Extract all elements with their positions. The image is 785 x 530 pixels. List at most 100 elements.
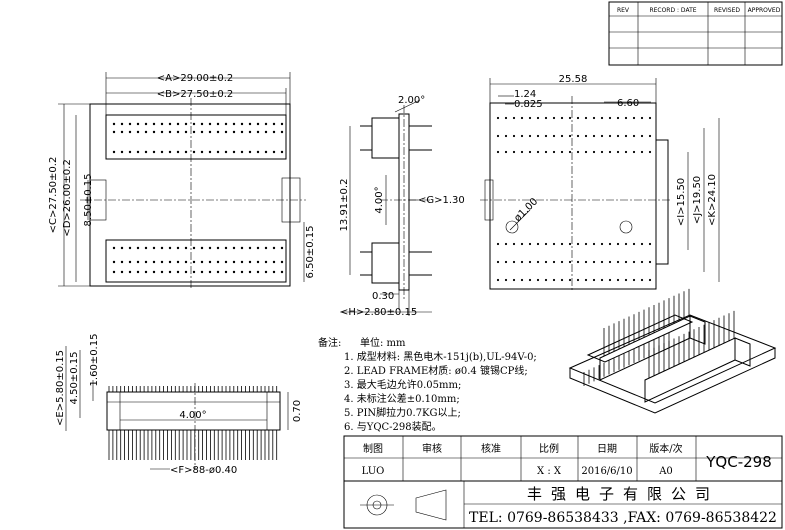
pin-hole xyxy=(232,130,236,134)
pin-hole xyxy=(112,260,116,264)
pin-hole xyxy=(608,278,612,282)
pin-hole xyxy=(528,278,532,282)
pin-hole xyxy=(632,150,636,154)
header-approve: 核准 xyxy=(481,442,501,455)
pin-hole xyxy=(184,260,188,264)
pin-hole xyxy=(160,130,164,134)
pin-hole xyxy=(520,242,524,246)
pin-hole xyxy=(560,150,564,154)
pin-hole xyxy=(640,242,644,246)
pin-hole xyxy=(512,260,516,264)
pin-hole xyxy=(232,260,236,264)
pin-hole xyxy=(144,122,148,126)
pin-hole xyxy=(136,270,140,274)
pin-hole xyxy=(632,260,636,264)
pin-hole xyxy=(264,270,268,274)
pin-hole xyxy=(136,130,140,134)
pin-hole xyxy=(520,260,524,264)
pin-hole xyxy=(520,150,524,154)
pin-hole xyxy=(232,122,236,126)
company-name: 丰强电子有限公司 xyxy=(527,485,719,503)
pin-hole xyxy=(264,260,268,264)
pin-hole xyxy=(632,278,636,282)
pin-hole xyxy=(544,116,548,120)
pin-hole xyxy=(208,122,212,126)
pin-hole xyxy=(136,260,140,264)
pin-hole xyxy=(576,116,580,120)
notes-unit: 单位: mm xyxy=(360,336,406,349)
pin-hole xyxy=(624,242,628,246)
pin-hole xyxy=(592,150,596,154)
pin-hole xyxy=(552,134,556,138)
pin-hole xyxy=(280,130,284,134)
dim-8-50: 8.50±0.15 xyxy=(83,174,94,227)
pin-hole xyxy=(216,122,220,126)
pin-hole xyxy=(624,116,628,120)
pin-hole xyxy=(208,130,212,134)
pin-hole xyxy=(576,278,580,282)
pin-hole xyxy=(280,246,284,250)
pin-hole xyxy=(536,260,540,264)
pin-hole xyxy=(200,260,204,264)
pin-hole xyxy=(264,122,268,126)
pin-hole xyxy=(248,122,252,126)
pin-hole xyxy=(128,130,132,134)
pin-hole xyxy=(584,134,588,138)
pin-hole xyxy=(576,150,580,154)
pin-hole xyxy=(640,150,644,154)
dim-h: <H>2.80±0.15 xyxy=(340,307,417,318)
pin-hole xyxy=(192,122,196,126)
pin-hole xyxy=(592,242,596,246)
pin-hole xyxy=(624,260,628,264)
pin-hole xyxy=(544,134,548,138)
rev-header: REV xyxy=(617,7,630,14)
pin-hole xyxy=(272,246,276,250)
pin-hole xyxy=(240,150,244,154)
pin-hole xyxy=(576,260,580,264)
pin-hole xyxy=(208,270,212,274)
pin-hole xyxy=(632,134,636,138)
pin-hole xyxy=(576,242,580,246)
pin-hole xyxy=(240,122,244,126)
pin-hole xyxy=(176,270,180,274)
pin-hole xyxy=(280,270,284,274)
pin-hole xyxy=(176,260,180,264)
pin-hole xyxy=(560,242,564,246)
pin-hole xyxy=(160,270,164,274)
pin-hole xyxy=(112,130,116,134)
pin-hole xyxy=(112,122,116,126)
note-5: 5. PIN脚拉力0.7KG以上; xyxy=(344,406,461,419)
pin-hole xyxy=(224,130,228,134)
pin-hole xyxy=(504,150,508,154)
pin-hole xyxy=(568,242,572,246)
pin-hole xyxy=(184,270,188,274)
pin-hole xyxy=(160,246,164,250)
pin-hole xyxy=(536,150,540,154)
pin-hole xyxy=(552,242,556,246)
pin-hole xyxy=(184,122,188,126)
pin-hole xyxy=(648,260,652,264)
pin-hole xyxy=(168,130,172,134)
pin-hole xyxy=(112,270,116,274)
value-version: A0 xyxy=(658,466,673,477)
pin-hole xyxy=(544,150,548,154)
pin-hole xyxy=(136,150,140,154)
dim-j: <J>19.50 xyxy=(692,176,703,224)
pin-hole xyxy=(168,270,172,274)
pin-hole xyxy=(192,260,196,264)
approved-header: APPROVED xyxy=(748,7,781,14)
pin-hole xyxy=(616,260,620,264)
pin-hole xyxy=(216,130,220,134)
dim-4-50: 4.50±0.15 xyxy=(69,352,80,405)
note-1: 1. 成型材料: 黑色电木-151j(b),UL-94V-0; xyxy=(344,350,537,363)
pin-hole xyxy=(152,150,156,154)
pin-hole xyxy=(112,246,116,250)
pin-hole xyxy=(544,260,548,264)
pin-hole xyxy=(264,130,268,134)
dim-13-91: 13.91±0.2 xyxy=(339,179,350,232)
top-view: <A>29.00±0.2 <B>27.50±0.2 <C>27.50±0.2 <… xyxy=(48,72,316,290)
pin-hole xyxy=(528,242,532,246)
pin-hole xyxy=(512,150,516,154)
pin-hole xyxy=(584,150,588,154)
value-drawn: LUO xyxy=(362,466,385,477)
